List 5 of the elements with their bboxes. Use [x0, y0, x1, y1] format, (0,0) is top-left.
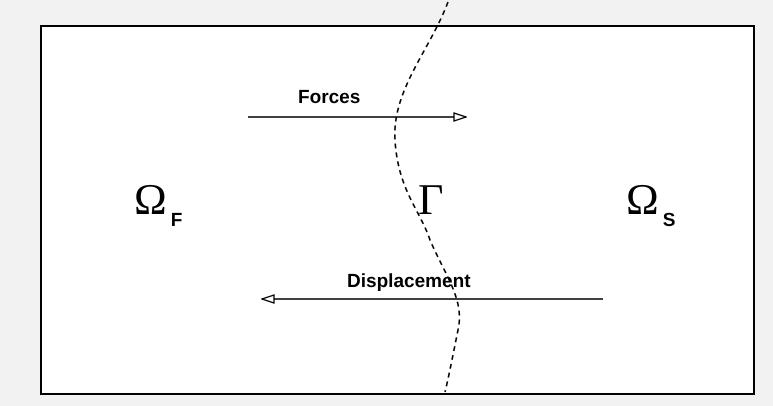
solid-domain-symbol: Ω$_{S}$	[626, 178, 676, 230]
interface-symbol: Γ	[418, 178, 444, 222]
fluid-domain-symbol: Ω$_{F}$	[134, 178, 182, 230]
displacement-label: Displacement	[347, 272, 471, 291]
force-label: Forces	[298, 88, 360, 107]
